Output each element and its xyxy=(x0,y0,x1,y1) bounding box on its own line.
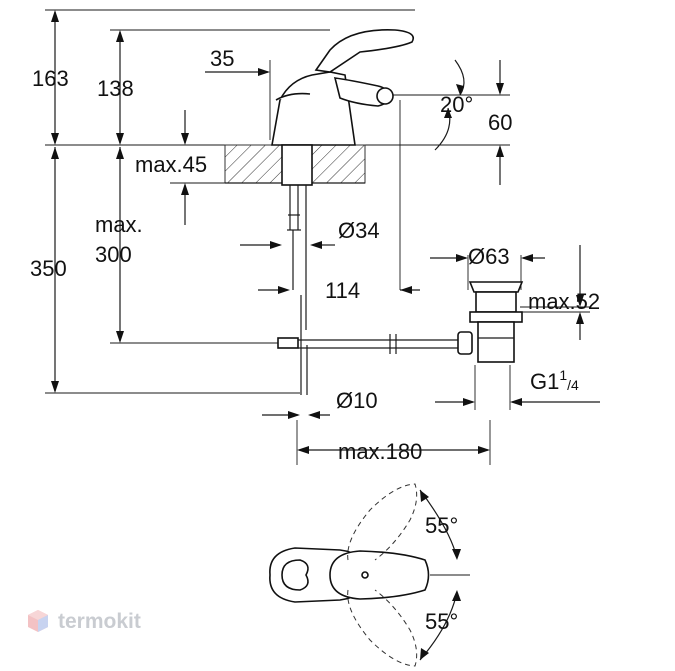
watermark-text: termokit xyxy=(58,610,141,633)
dim-waste-max: max.52 xyxy=(528,289,600,314)
dim-handle-angle-top: 55° xyxy=(425,513,458,538)
reference-lines xyxy=(45,9,590,465)
waste-assembly xyxy=(277,281,524,363)
dim-body-diameter: Ø34 xyxy=(338,218,380,243)
dim-flexible-height: 350 xyxy=(30,256,67,281)
dim-tilt-angle: 20° xyxy=(440,92,473,117)
dim-lever-offset: 35 xyxy=(210,46,234,71)
mixer-side-view xyxy=(271,29,414,395)
dim-max-hose-label: max. xyxy=(95,212,143,237)
mixer-top-view xyxy=(269,483,470,667)
dim-rod-diameter: Ø10 xyxy=(336,388,378,413)
dimension-labels: 163 138 35 20° 60 max.45 max. 300 350 Ø3… xyxy=(30,46,600,634)
dim-max-deck: max.45 xyxy=(135,152,207,177)
hexagon-logo-icon xyxy=(28,610,48,632)
dim-spout-reach: 114 xyxy=(325,278,360,303)
dim-spout-height: 138 xyxy=(97,76,134,101)
dim-outlet-height: 60 xyxy=(488,110,512,135)
dim-waste-diameter: Ø63 xyxy=(468,244,510,269)
dim-handle-angle-bottom: 55° xyxy=(425,609,458,634)
dim-max-distance: max.180 xyxy=(338,439,422,464)
dimension-arrows xyxy=(51,10,600,454)
dim-max-hose-value: 300 xyxy=(95,242,132,267)
watermark: termokit xyxy=(28,610,141,633)
dim-total-height: 163 xyxy=(32,66,69,91)
dim-thread: G11/4 xyxy=(530,367,579,394)
